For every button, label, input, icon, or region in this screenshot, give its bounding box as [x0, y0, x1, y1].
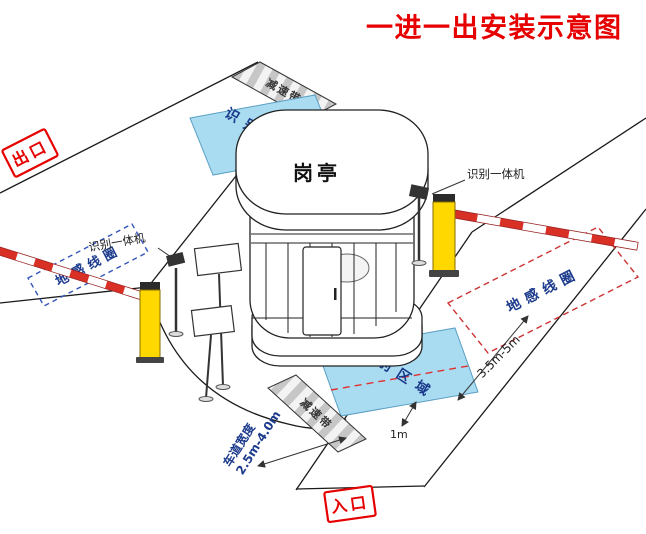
leader-line-left: [157, 247, 175, 260]
leader-line-right: [431, 179, 466, 195]
barrier-post-right-base: [429, 270, 459, 277]
road-edge-entrance-right: [423, 208, 646, 488]
arm-stripe: [104, 280, 126, 295]
barrier-post-left-base: [136, 357, 164, 363]
booth-roof: [235, 109, 429, 215]
road-edge-entrance-left-far: [471, 117, 646, 233]
arm-stripe: [0, 247, 18, 261]
barrier-post-left: [139, 289, 161, 359]
barrier-post-right: [432, 201, 456, 273]
speed-bump-bottom-band: [267, 374, 367, 453]
booth-door: [302, 246, 342, 336]
road-edge-exit-upper: [0, 61, 259, 194]
booth-door-handle: [334, 288, 337, 300]
dimension-lane-width-line: [257, 436, 347, 468]
dimension-coil-distance-line: [457, 315, 529, 401]
entrance-sign: 入口: [323, 484, 377, 524]
barrier-gate-left: [0, 246, 164, 363]
booth-label: 岗亭: [293, 161, 341, 185]
dimension-stop-line-line: [401, 401, 417, 427]
exit-sign-box: [1, 128, 59, 178]
camera-base-right: [411, 260, 427, 266]
recognizer-label-right: 识别一体机: [431, 167, 525, 195]
recognition-camera-left: [166, 251, 186, 337]
sign-screen: [190, 304, 235, 338]
guard-booth: 岗亭: [235, 109, 429, 367]
barrier-arm-right: [453, 209, 639, 251]
recognition-camera-right: [408, 184, 430, 266]
page-title: 一进一出安装示意图: [366, 12, 623, 44]
arm-stripe: [69, 269, 90, 283]
barrier-gate-right: [429, 194, 639, 277]
barrier-post-left-cap: [140, 282, 160, 292]
entrance-sign-box: [323, 484, 377, 524]
recognizer-label-right-text: 识别一体机: [467, 167, 525, 181]
camera-base-left: [168, 331, 184, 337]
camera-head-right-icon: [408, 184, 430, 200]
barrier-post-right-cap: [433, 194, 455, 204]
sign-board-2: [190, 304, 235, 402]
sign-base: [215, 384, 231, 390]
sign-base: [198, 396, 214, 402]
exit-sign: 出口: [1, 128, 59, 178]
camera-head-left-icon: [166, 251, 186, 267]
dimension-stop-line: 1m: [390, 401, 417, 441]
sign-pole: [205, 334, 212, 399]
sign-screen: [193, 242, 243, 277]
barrier-arm-left: [0, 246, 144, 301]
dimension-stop-line-label: 1m: [390, 428, 408, 441]
arm-stripe: [33, 258, 54, 272]
